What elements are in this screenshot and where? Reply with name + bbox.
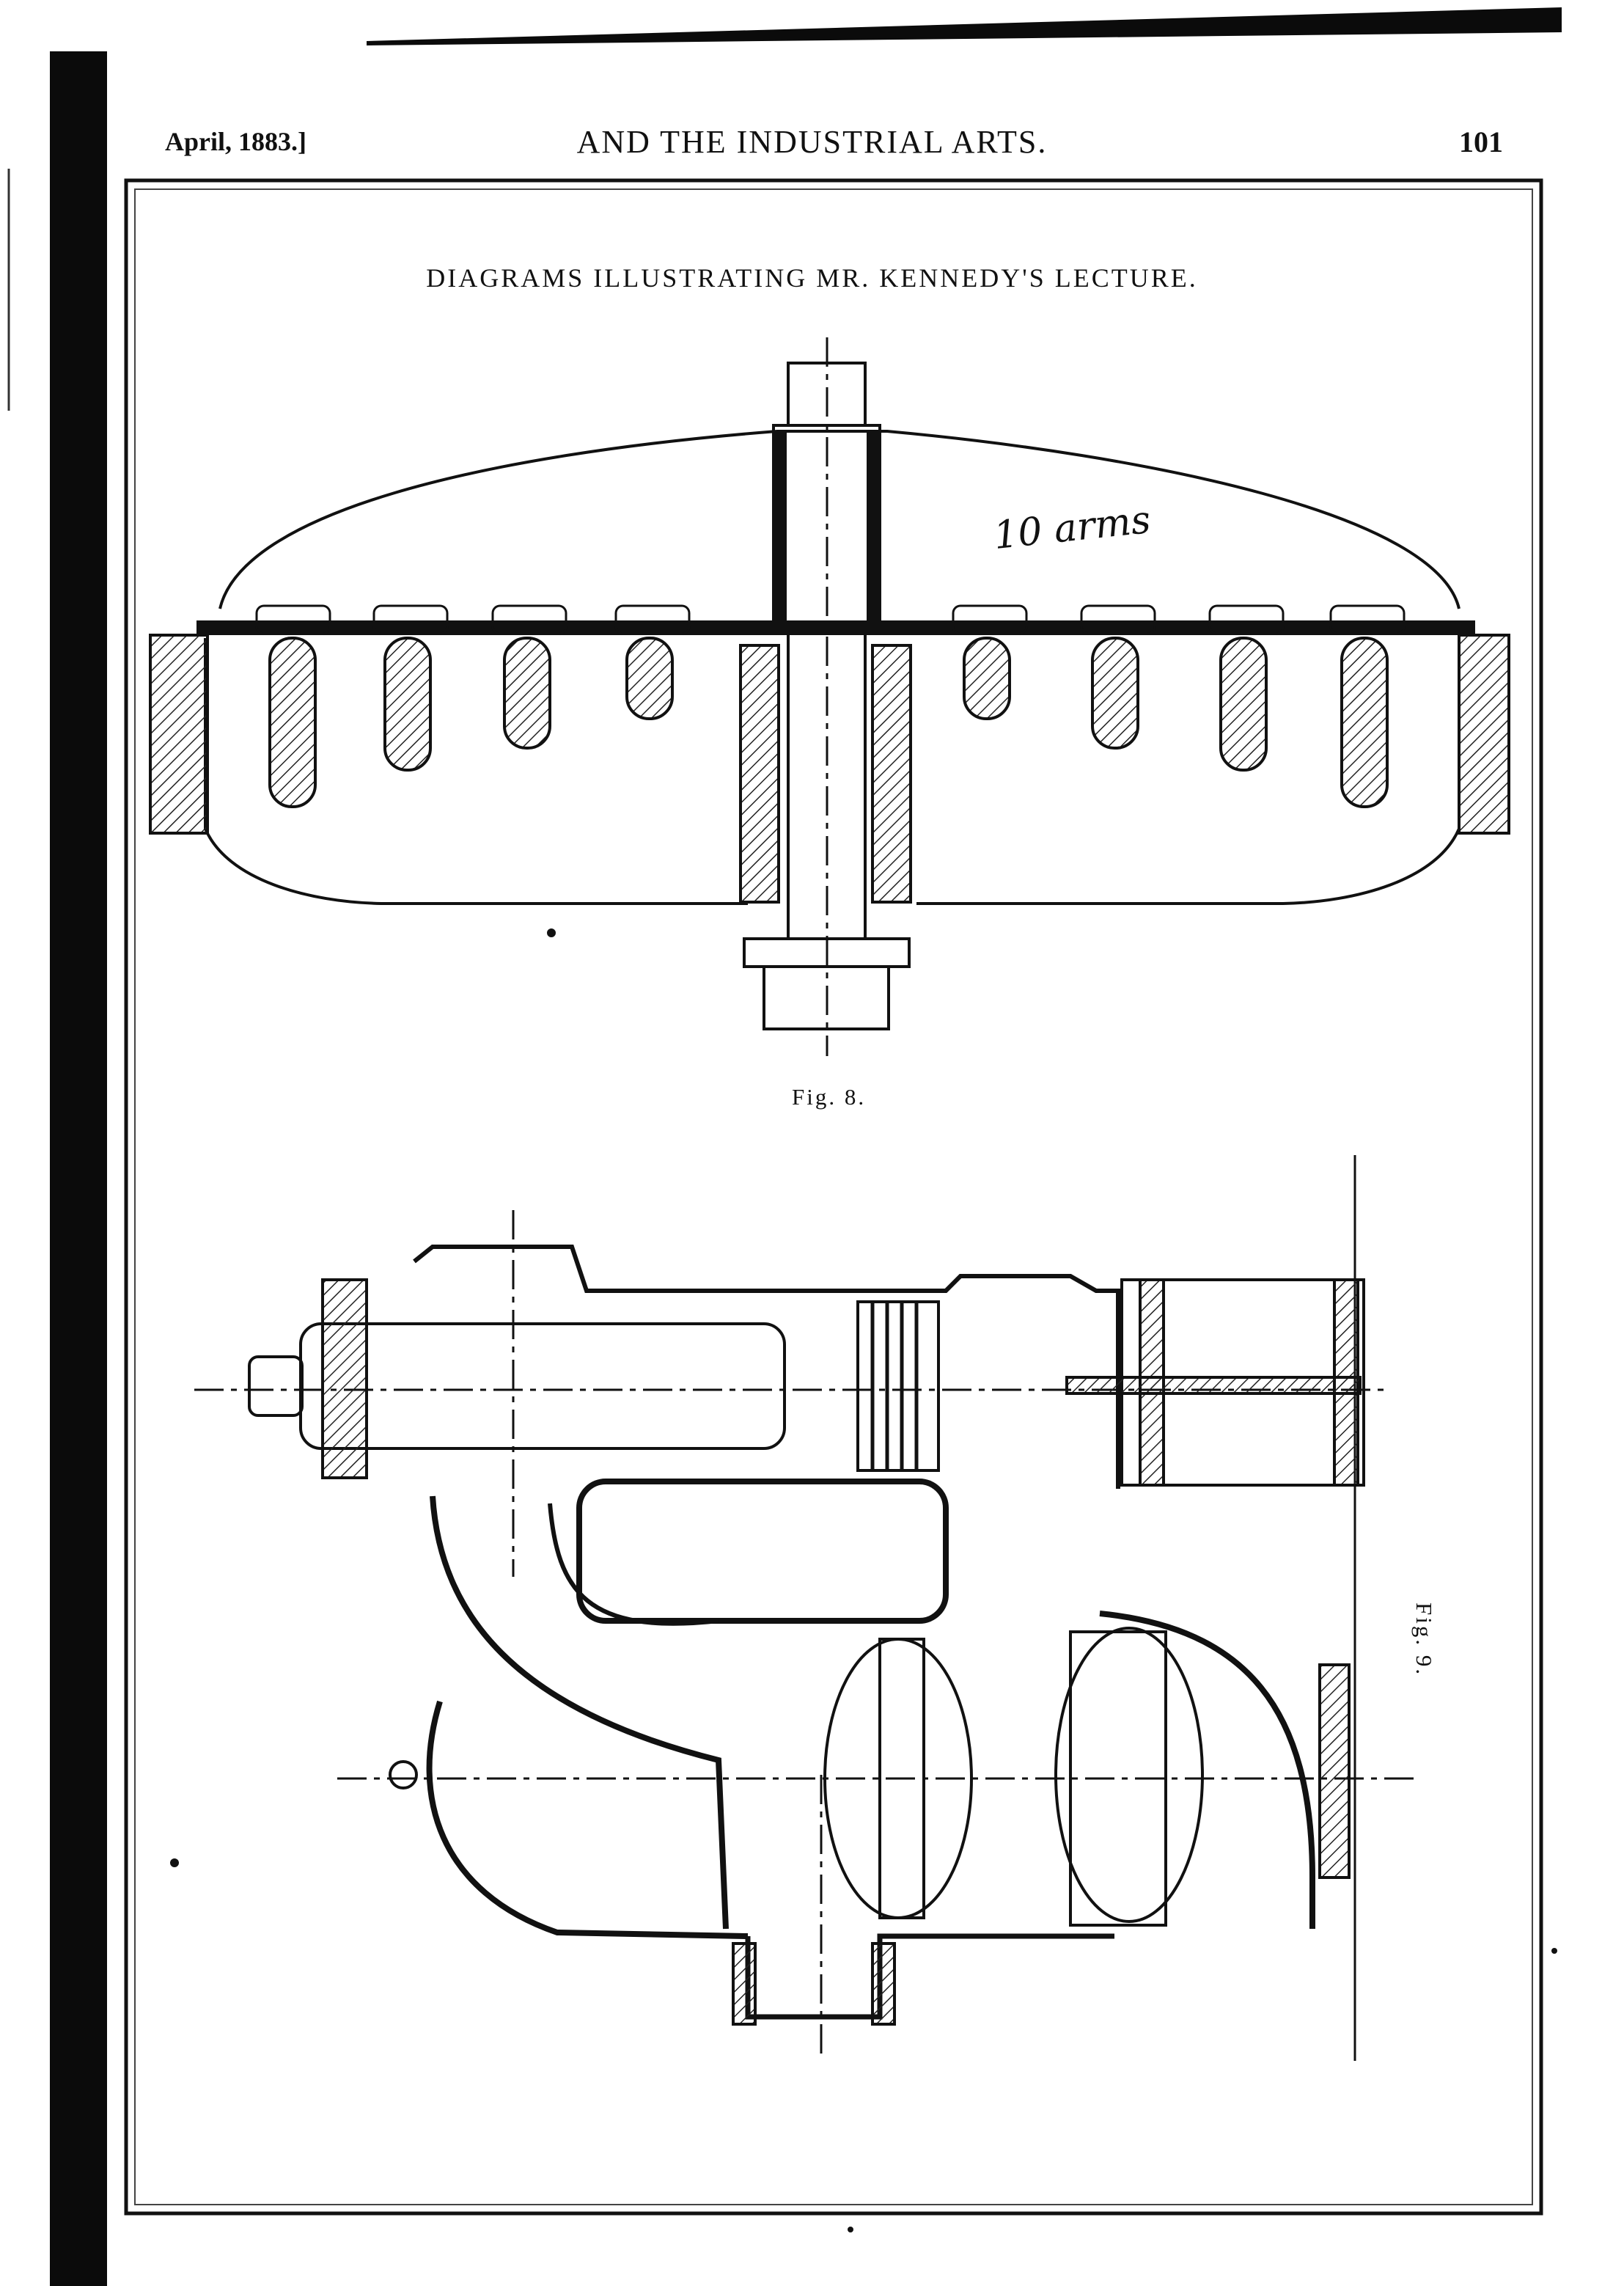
fig8-hub-right — [871, 644, 912, 904]
fig9-packing — [856, 1300, 940, 1472]
fig9-chest-mid — [1065, 1376, 1362, 1395]
plate-inner-border — [134, 188, 1533, 2205]
fig9-right-column — [1318, 1663, 1351, 1879]
fig8-caption: Fig. 8. — [792, 1084, 867, 1110]
fig8-right-block — [1458, 634, 1510, 835]
header-title: AND THE INDUSTRIAL ARTS. — [576, 124, 1048, 160]
fig8-arm-caps — [255, 604, 1406, 635]
fig9-curved-pipe — [430, 1495, 729, 1930]
fig8-left-block — [149, 634, 209, 835]
fig9-top-casing — [413, 1245, 1120, 1489]
page-number: 101 — [1459, 125, 1503, 158]
fig9-left-bowl — [426, 1700, 749, 1939]
fig9-gland — [321, 1278, 368, 1479]
fig9-right-elbow — [1099, 1611, 1315, 1929]
fig9-middle-box — [576, 1479, 949, 1624]
fig9-left-eye — [389, 1760, 418, 1789]
fig9-piston — [299, 1322, 786, 1450]
fig9-bowl-2-cap — [1069, 1630, 1167, 1927]
header-date: April, 1883.] — [165, 127, 306, 156]
fig8-bolt-sleeve-left-black — [772, 431, 787, 625]
fig9-outlet-flange-left — [732, 1942, 757, 2026]
fig9-drawing — [170, 1155, 1415, 2061]
fig9-packing-rings — [870, 1302, 919, 1470]
fig8-lower-casing-right — [916, 638, 1461, 905]
fig8-hub-left — [739, 644, 780, 904]
fig8-dot — [547, 928, 556, 937]
fig8-bolt-sleeve-right-black — [867, 431, 881, 625]
fig9-bowl-1-cap — [878, 1638, 925, 1919]
plate-border — [124, 178, 1543, 2216]
fig9-outlet-flange-right — [871, 1942, 896, 2026]
fig9-bowl-2 — [1054, 1627, 1204, 1923]
fig8-lower-casing — [204, 638, 748, 905]
top-edge-bar — [367, 7, 1562, 45]
fig9-dot-a — [170, 1858, 179, 1867]
plate-title: DIAGRAMS ILLUSTRATING MR. KENNEDY'S LECT… — [426, 263, 1198, 293]
page-dot-bottom — [848, 2227, 853, 2232]
fig9-piston-stub — [248, 1355, 304, 1417]
fig9-curved-pipe-outer — [548, 1503, 719, 1626]
binding-edge — [50, 51, 107, 2286]
page-dot — [1551, 1948, 1557, 1954]
fig8-drawing — [149, 337, 1510, 1056]
fig9-bottom-outlet — [745, 1933, 1114, 2020]
fig9-caption: Fig. 9. — [1411, 1602, 1437, 1677]
fig8-nut — [763, 965, 890, 1030]
fig8-dome-top — [218, 430, 1461, 609]
fig8-arms — [268, 637, 1389, 808]
